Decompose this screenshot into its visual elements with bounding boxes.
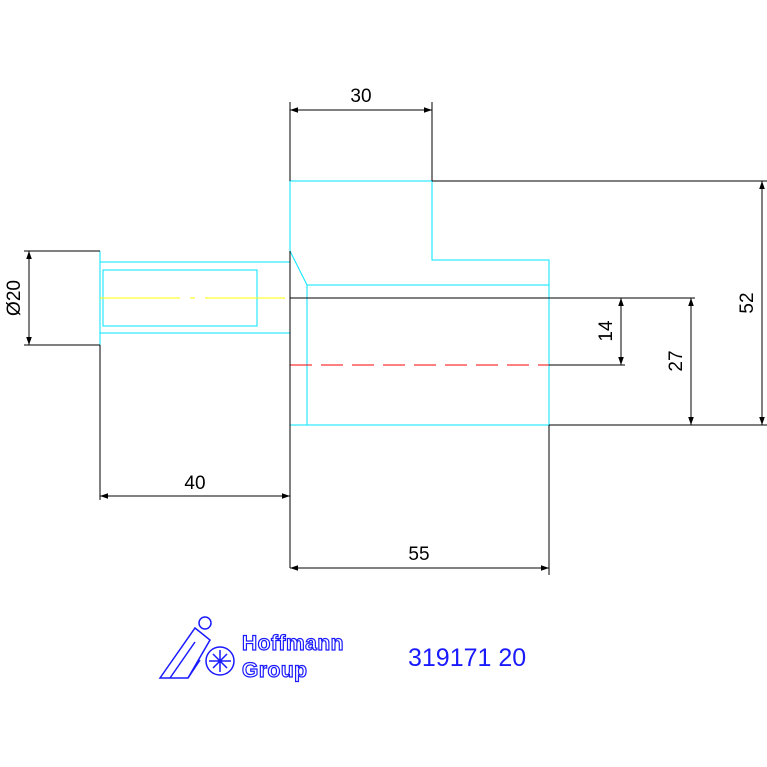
dim-label-14: 14 xyxy=(596,320,617,342)
brand-block: Hoffmann Group 319171 20 xyxy=(158,616,526,683)
brand-name-line1: Hoffmann xyxy=(242,632,344,655)
part-number: 319171 20 xyxy=(408,644,526,672)
brand-name-line2: Group xyxy=(242,659,308,682)
dim-label-55: 55 xyxy=(408,544,429,565)
body-bore xyxy=(306,284,550,426)
upper-inner-edge xyxy=(290,180,550,425)
outline-lines xyxy=(24,102,767,575)
dim-label-27: 27 xyxy=(666,350,687,371)
dimension-lines xyxy=(26,107,765,571)
chamfer-line xyxy=(289,250,308,286)
hidden-lines xyxy=(99,180,550,426)
center-lines xyxy=(100,297,549,366)
dim-label-30: 30 xyxy=(350,86,371,107)
dimension-labels: 30 52 Ø20 14 27 40 55 xyxy=(4,86,758,565)
hoffmann-logo-icon xyxy=(158,616,235,679)
dim-label-52: 52 xyxy=(737,292,758,313)
dim-label-40: 40 xyxy=(184,473,205,494)
dim-label-diameter: Ø20 xyxy=(4,280,25,316)
